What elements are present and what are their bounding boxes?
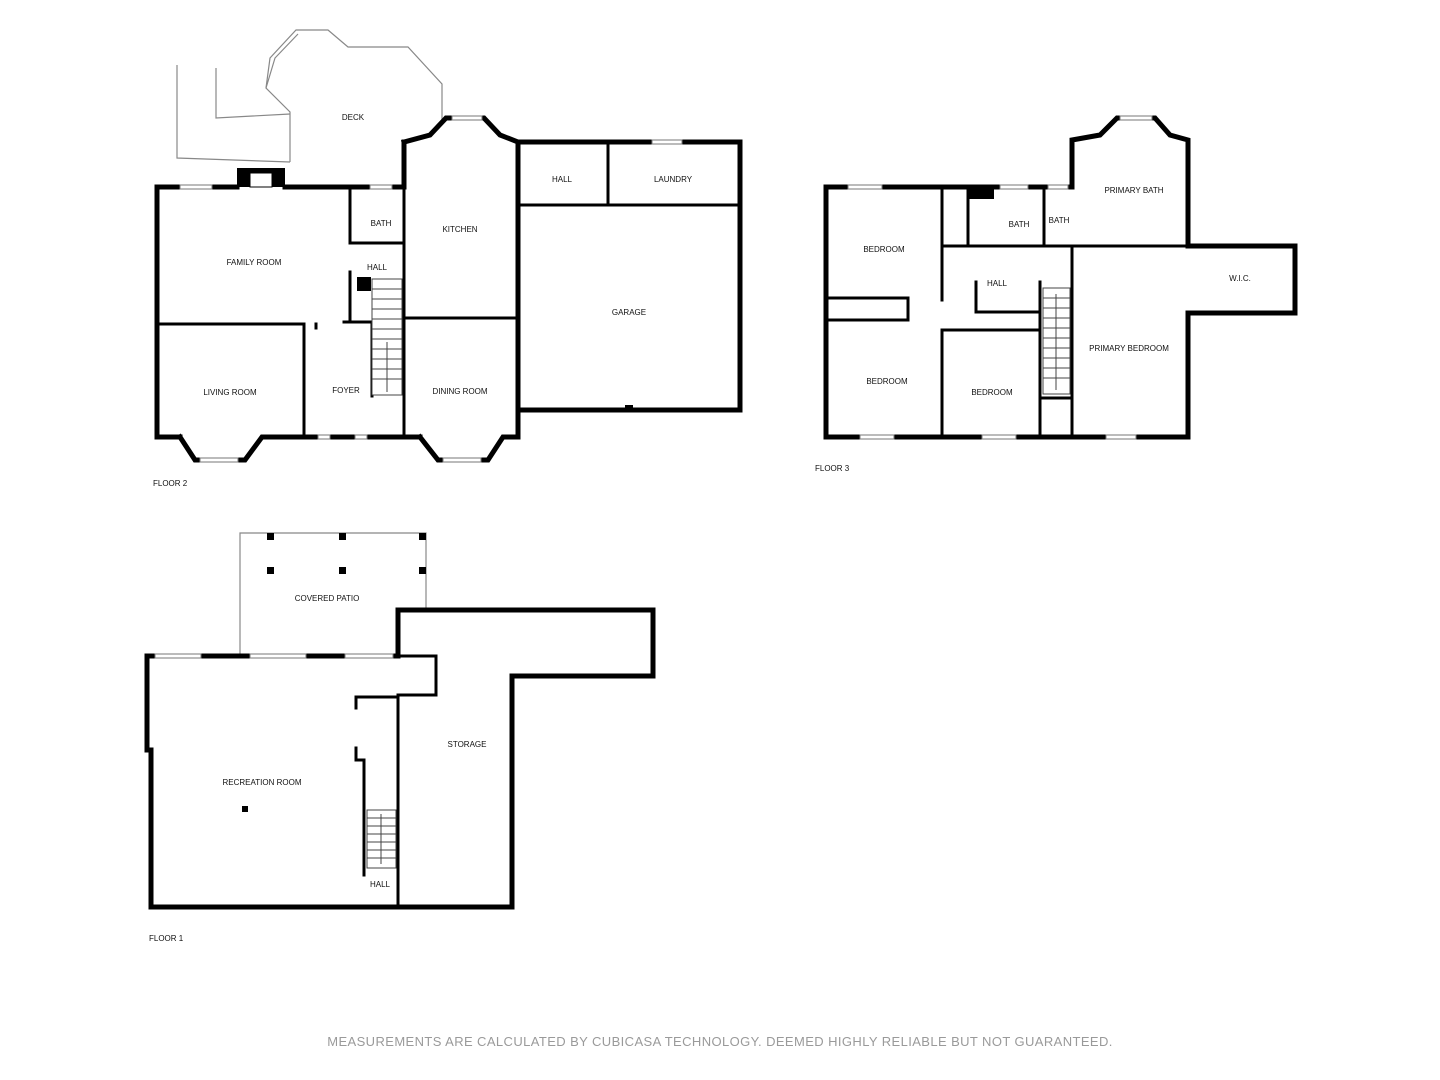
floor-1-plan: COVERED PATIO RECREATION ROOM STORAGE HA… — [144, 532, 656, 943]
room-label-primary-bath: PRIMARY BATH — [1104, 186, 1163, 195]
deck-railing — [176, 65, 291, 163]
west-wall — [154, 184, 240, 440]
room-label-garage: GARAGE — [612, 308, 646, 317]
floor-title-2: FLOOR 2 — [153, 479, 188, 488]
room-label-covered-patio: COVERED PATIO — [295, 594, 360, 603]
room-label-bedroom: BEDROOM — [971, 388, 1013, 397]
room-label-hall: HALL — [370, 880, 391, 889]
staircase — [371, 278, 403, 396]
fireplace-icon — [249, 172, 273, 188]
room-label-family-room: FAMILY ROOM — [227, 258, 282, 267]
living-room-bay — [176, 433, 308, 463]
room-label-bath-small: BATH — [1049, 216, 1070, 225]
room-label-foyer: FOYER — [332, 386, 360, 395]
room-label-laundry: LAUNDRY — [654, 175, 693, 184]
column-icon — [357, 277, 371, 291]
deck-railing — [215, 68, 291, 119]
floor-title-3: FLOOR 3 — [815, 464, 850, 473]
deck-outline — [265, 33, 299, 89]
staircase — [1042, 287, 1071, 395]
room-label-living-room: LIVING ROOM — [203, 388, 257, 397]
room-label-bath: BATH — [1009, 220, 1030, 229]
room-label-kitchen: KITCHEN — [442, 225, 477, 234]
floor-title-1: FLOOR 1 — [149, 934, 184, 943]
disclaimer-text: MEASUREMENTS ARE CALCULATED BY CUBICASA … — [327, 1034, 1113, 1049]
room-label-hall: HALL — [367, 263, 388, 272]
room-label-recreation-room: RECREATION ROOM — [223, 778, 302, 787]
room-label-wic: W.I.C. — [1229, 274, 1251, 283]
deck-outline — [265, 29, 443, 162]
chimney — [968, 185, 994, 199]
room-label-bath: BATH — [371, 219, 392, 228]
room-label-dining-room: DINING ROOM — [432, 387, 487, 396]
floor-2-plan: DECK FAMILY ROOM BATH HALL KITCHEN HALL … — [153, 29, 743, 488]
room-label-bedroom: BEDROOM — [866, 377, 908, 386]
room-label-primary-bedroom: PRIMARY BEDROOM — [1089, 344, 1169, 353]
floor-3-plan: BEDROOM BATH BATH PRIMARY BATH W.I.C. HA… — [815, 115, 1298, 473]
room-label-storage: STORAGE — [448, 740, 487, 749]
kitchen-bay — [400, 115, 522, 146]
dining-room-bay — [416, 139, 521, 463]
room-label-deck: DECK — [342, 113, 365, 122]
room-label-bedroom: BEDROOM — [863, 245, 905, 254]
room-label-hall: HALL — [987, 279, 1008, 288]
room-label-hall-upper: HALL — [552, 175, 573, 184]
staircase — [366, 809, 397, 869]
